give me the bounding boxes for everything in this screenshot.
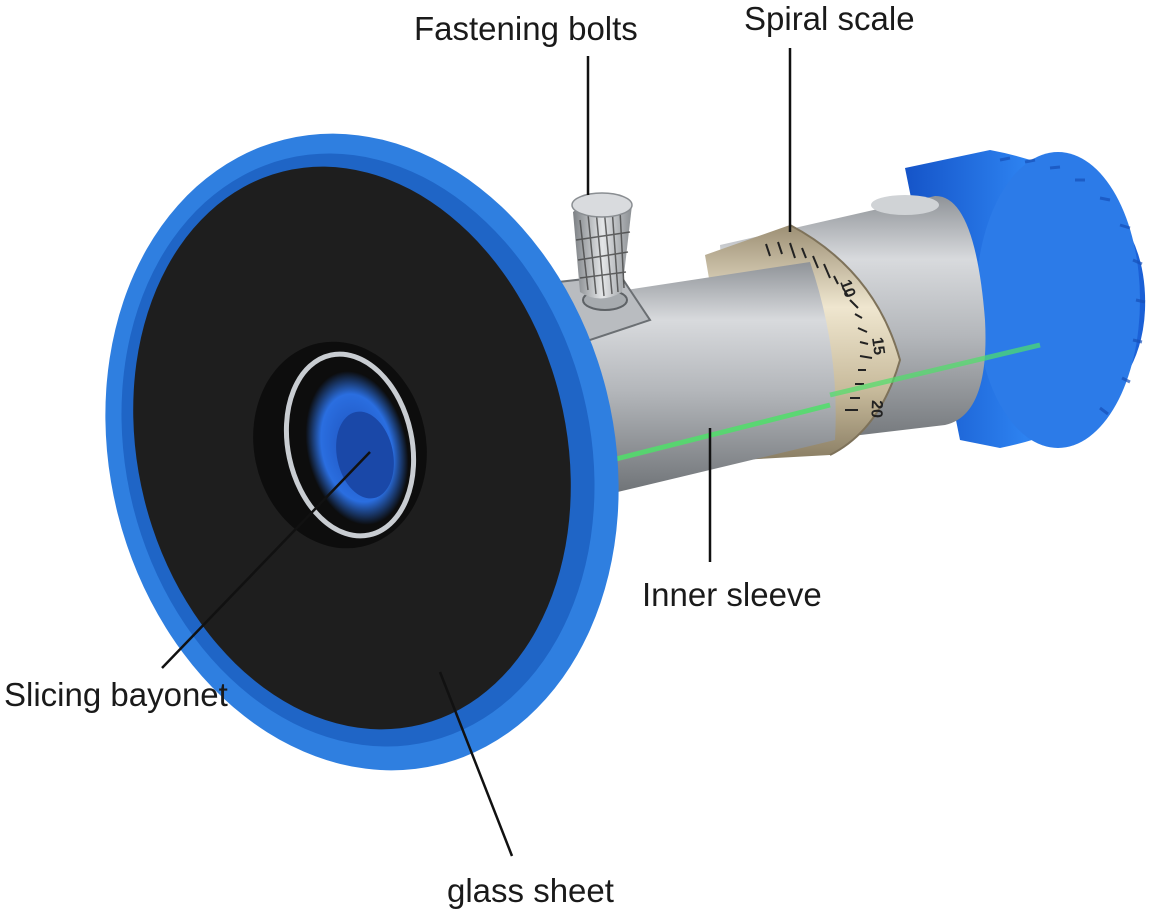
label-slicing-bayonet: Slicing bayonet: [4, 676, 228, 713]
label-inner-sleeve: Inner sleeve: [642, 576, 822, 613]
leader-lines: [161, 48, 792, 857]
scale-tick-20: 20: [867, 400, 885, 418]
label-fastening-bolts: Fastening bolts: [414, 10, 638, 47]
leader-slicing-bayonet: [161, 451, 371, 669]
slicing-bayonet: [253, 341, 427, 549]
scale-tick-15: 15: [868, 336, 887, 356]
leader-glass-sheet: [438, 671, 514, 857]
scale-tick-10: 10: [836, 278, 858, 301]
label-glass-sheet: glass sheet: [447, 872, 614, 909]
label-spiral-scale: Spiral scale: [744, 0, 915, 37]
